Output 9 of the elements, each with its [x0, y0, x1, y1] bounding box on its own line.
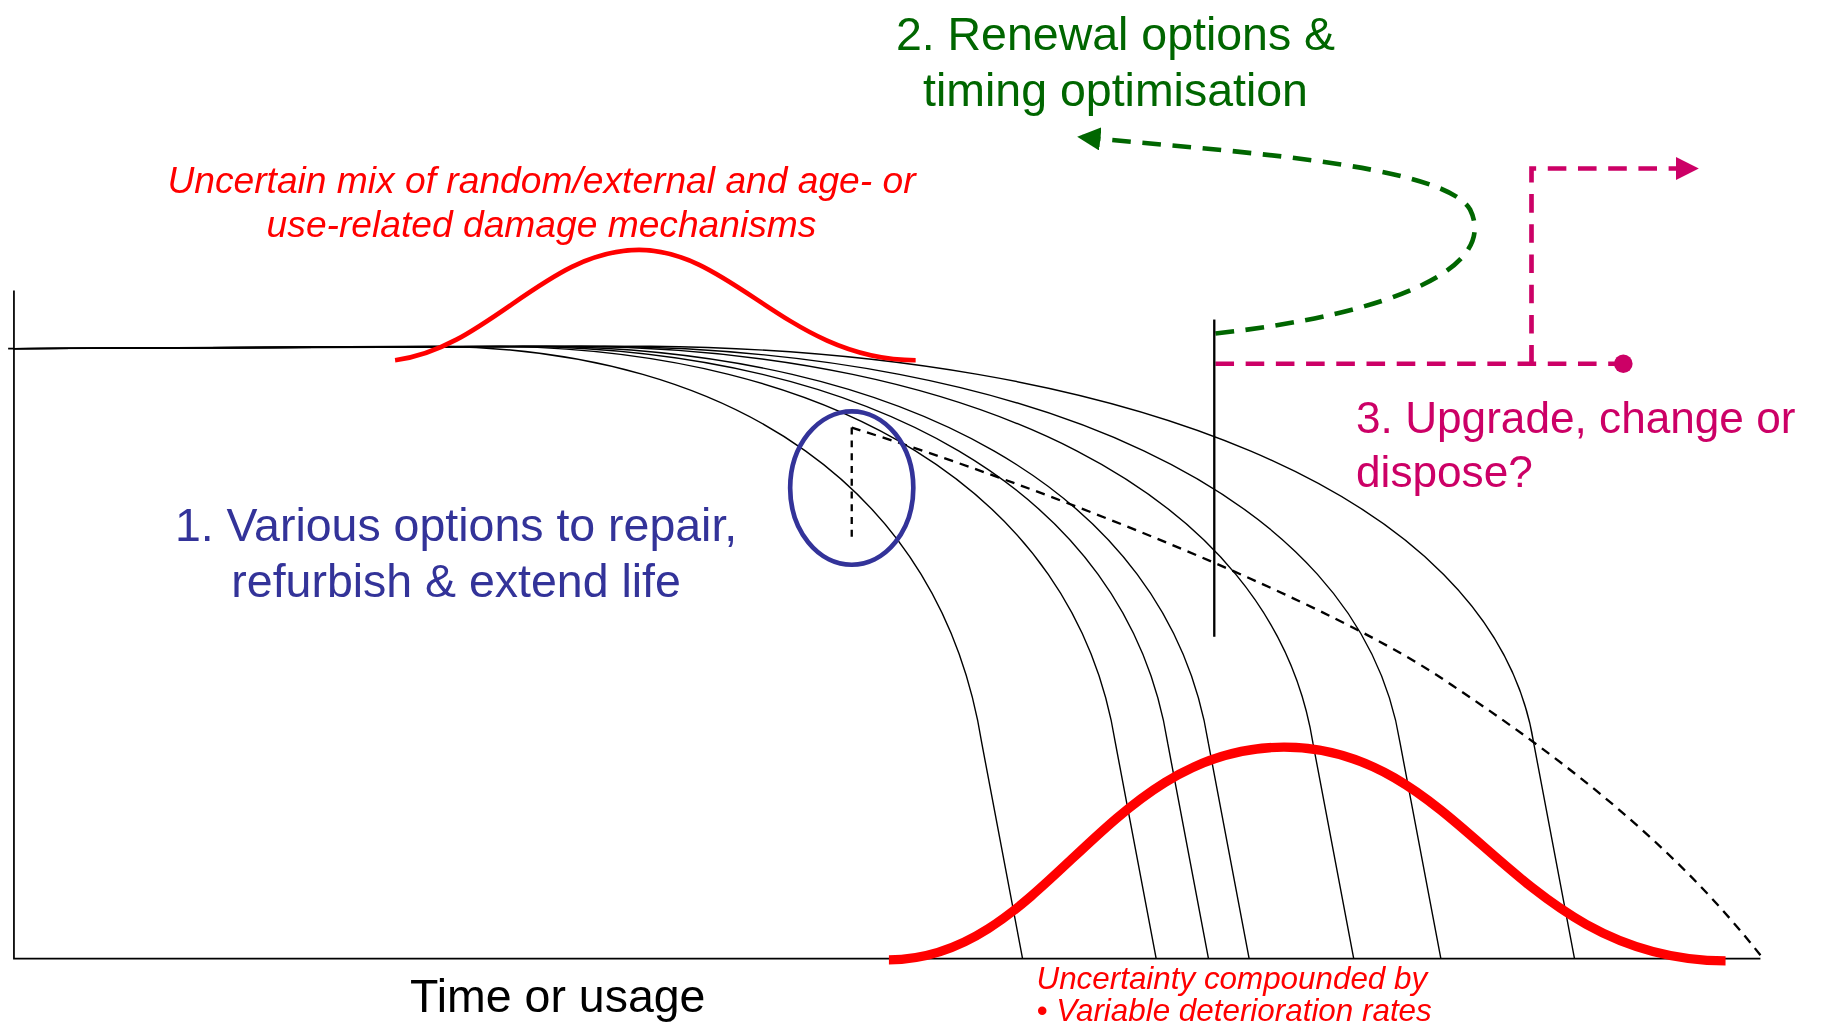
annotation-text: Uncertain mix of random/external and age- or use-related damage mechanisms [166, 158, 918, 248]
option-text: 2. Renewal options & timing optimisation [859, 5, 1372, 118]
dashed-arrow [1077, 127, 1477, 336]
annotation-text: 1. Various options to repair, refurbish & extend life [173, 498, 739, 609]
option-text: 3. Upgrade, change or dispose? [1356, 392, 1804, 499]
dashed-arrow [1213, 156, 1699, 367]
decision-marker-line [1213, 319, 1216, 637]
axis-label: Time or usage [409, 969, 707, 1024]
annotation-text: Uncertainty compounded by [1036, 962, 1430, 996]
